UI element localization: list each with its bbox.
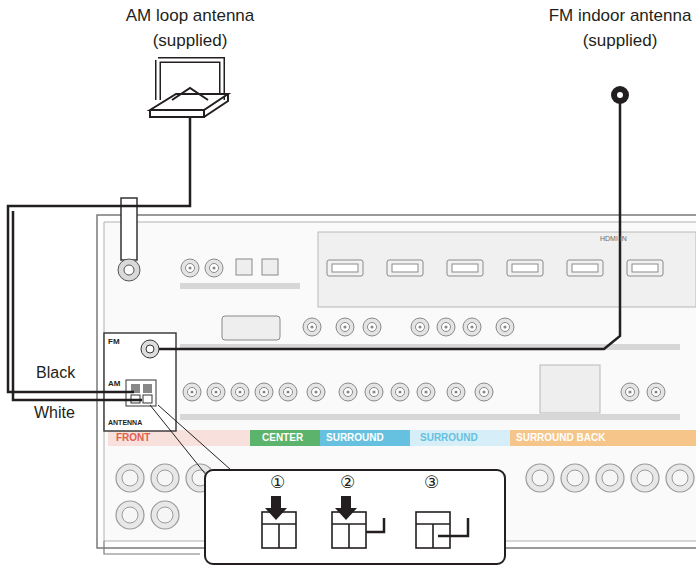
panel-label: FRONT	[116, 431, 176, 444]
antenna-label: AM loop antenna (supplied)	[110, 4, 270, 53]
panel-label: CENTER	[262, 431, 322, 444]
panel-label: SURROUND	[326, 431, 406, 444]
antenna-label: FM indoor antenna (supplied)	[540, 4, 696, 53]
panel-label: SURROUND BACK	[516, 431, 626, 444]
terminal-label: AM	[108, 379, 128, 389]
callout-number: ③	[424, 471, 448, 496]
terminal-label: FM	[108, 337, 128, 347]
terminal-label: ANTENNA	[108, 418, 168, 427]
panel-label: SURROUND	[420, 431, 500, 444]
callout-number: ①	[270, 471, 294, 496]
wire-color-label: Black	[36, 361, 96, 384]
callout-number: ②	[340, 471, 364, 496]
wire-color-label: White	[34, 401, 94, 424]
panel-label: HDMI IN	[600, 234, 660, 243]
